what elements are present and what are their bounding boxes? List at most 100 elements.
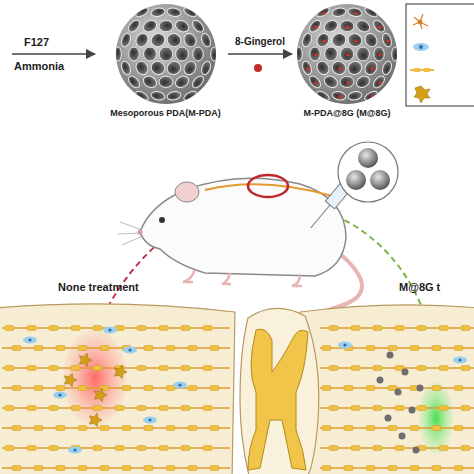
myelin-segment <box>27 446 36 451</box>
pore <box>325 47 338 61</box>
myelin-segment <box>137 406 146 411</box>
myelin-segment <box>188 386 197 391</box>
node-caption: M-PDA@8G (M@8G) <box>292 108 402 118</box>
pore <box>173 74 190 90</box>
myelin-segment <box>144 346 153 351</box>
pore <box>148 59 167 77</box>
blue-cell <box>123 347 137 354</box>
myelin-segment <box>5 326 14 331</box>
myelin-segment <box>166 346 175 351</box>
myelin-segment <box>454 346 463 351</box>
myelin-segment <box>56 466 65 471</box>
myelin-segment <box>395 326 404 331</box>
myelin-segment <box>34 426 43 431</box>
myelin-segment <box>210 466 219 471</box>
myelin-segment <box>344 466 353 471</box>
myelin-segment <box>210 426 219 431</box>
myelin-segment <box>329 366 338 371</box>
myelin-segment <box>181 446 190 451</box>
pore <box>150 7 165 18</box>
text-label: None treatment <box>58 281 139 293</box>
pore <box>347 7 362 18</box>
myelin-segment <box>5 406 14 411</box>
loaded-drug <box>322 11 326 15</box>
myelin-segment <box>373 406 382 411</box>
myelin-segment <box>395 446 404 451</box>
pore <box>296 47 303 61</box>
myelin-segment <box>12 386 21 391</box>
myelin-segment <box>27 406 36 411</box>
myelin-segment <box>56 346 65 351</box>
pore <box>159 47 173 61</box>
blue-cell <box>103 327 117 334</box>
myelin-segment <box>49 406 58 411</box>
pore <box>330 31 349 49</box>
edge-label: 8-Gingerol <box>235 36 285 47</box>
myelin-segment <box>366 466 375 471</box>
pore <box>175 47 188 61</box>
myelin-segment <box>122 386 131 391</box>
myelin-segment <box>210 346 219 351</box>
myelin-segment <box>344 386 353 391</box>
loaded-drug <box>346 81 350 85</box>
pore <box>363 6 378 19</box>
pore <box>126 18 141 34</box>
myelin-segment <box>137 326 146 331</box>
text-label: M@8G t <box>399 281 440 293</box>
myelin-segment <box>454 386 463 391</box>
pore <box>164 59 183 77</box>
pore <box>133 59 150 77</box>
myelin-segment <box>432 346 441 351</box>
porous-sphere-node: M-PDA@8G (M@8G) <box>292 2 402 122</box>
cell-nucleus <box>108 328 111 331</box>
pore <box>159 21 173 32</box>
pore <box>148 31 167 49</box>
myelin-segment <box>373 366 382 371</box>
pore <box>363 59 380 77</box>
pore <box>141 74 158 90</box>
myelin-segment <box>210 386 219 391</box>
myelin-segment <box>417 326 426 331</box>
loaded-drug <box>306 67 310 71</box>
myelin-segment <box>461 446 470 451</box>
myelin-segment <box>388 466 397 471</box>
pore <box>322 18 339 34</box>
sphere-shape <box>114 2 218 106</box>
cell-nucleus <box>28 338 31 341</box>
pore <box>143 47 156 61</box>
sphere-body <box>297 4 397 104</box>
pore <box>159 76 173 87</box>
myelin-segment <box>115 446 124 451</box>
myelin-segment <box>388 426 397 431</box>
pore <box>181 31 198 49</box>
sphere-body <box>116 4 216 104</box>
myelin-segment <box>461 326 470 331</box>
blue-cell <box>453 357 467 364</box>
pore <box>119 32 131 48</box>
myelin-segment <box>166 426 175 431</box>
pore <box>199 60 211 76</box>
cell-nucleus <box>148 418 151 421</box>
myelin-segment <box>12 466 21 471</box>
pore <box>331 90 346 101</box>
blue-cell <box>143 417 157 424</box>
myelin-segment <box>188 466 197 471</box>
myelin-segment <box>366 426 375 431</box>
spinal-cord-treated <box>240 305 474 474</box>
myelin-segment <box>203 326 212 331</box>
loaded-drug <box>354 11 358 15</box>
loaded-drug <box>378 81 382 85</box>
myelin-segment <box>410 426 419 431</box>
myelin-segment <box>188 426 197 431</box>
myelin-segment <box>137 446 146 451</box>
myelin-segment <box>122 426 131 431</box>
myelin-segment <box>122 466 131 471</box>
pore <box>357 47 370 61</box>
myelin-segment <box>71 326 80 331</box>
pore <box>134 6 149 19</box>
nanoparticle <box>377 377 384 384</box>
myelin-segment <box>439 446 448 451</box>
pore <box>354 74 371 90</box>
loaded-drug <box>314 53 318 57</box>
